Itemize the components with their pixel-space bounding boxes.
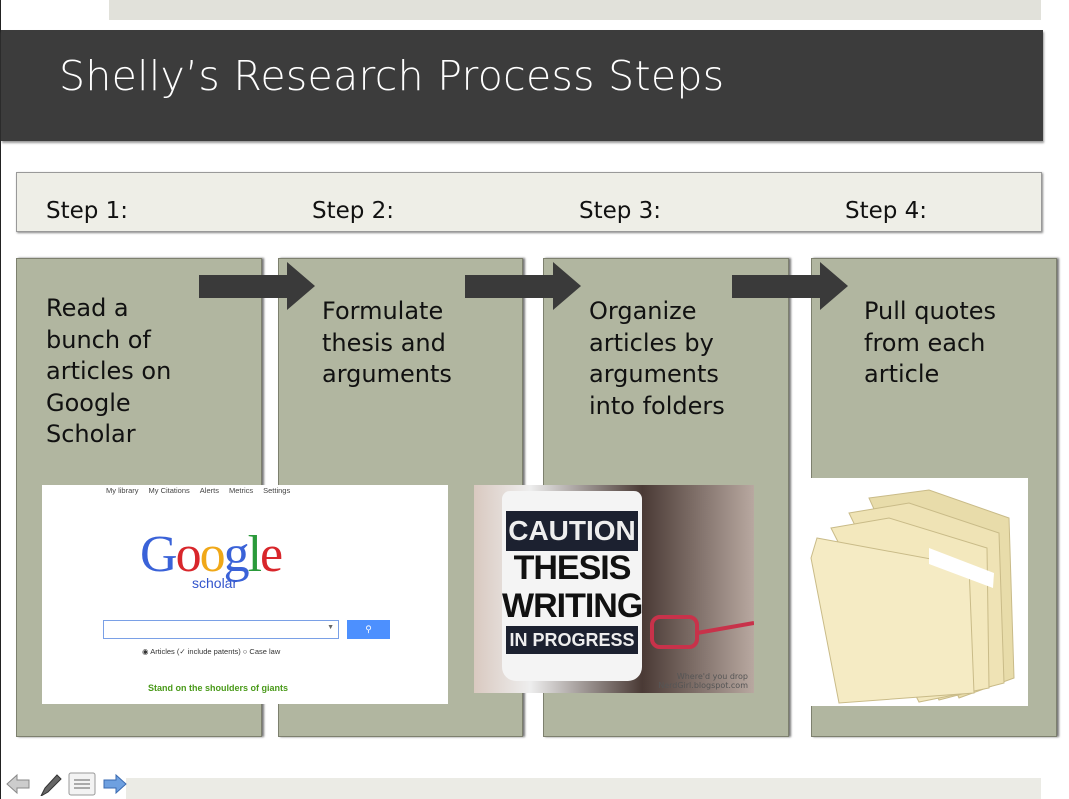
step-header-bar: Step 1: Step 2: Step 3: Step 4: (16, 172, 1042, 232)
nav-my-library: My library (106, 486, 139, 495)
step-4-text: Pull quotes from each article (864, 297, 997, 388)
nav-alerts: Alerts (199, 486, 219, 495)
nav-metrics: Metrics (228, 486, 254, 495)
slide-title: Shelly’s Research Process Steps (59, 52, 725, 100)
thesis-mug-image: CAUTION THESIS WRITING IN PROGRESS Where… (474, 485, 754, 693)
option-case-law: Case law (249, 647, 281, 656)
step-1-label: Step 1: (46, 198, 129, 224)
scholar-options: ◉ Articles (✓ include patents) ○ Case la… (142, 647, 281, 656)
mug: CAUTION THESIS WRITING IN PROGRESS (502, 491, 643, 681)
bottom-bar (126, 778, 1041, 799)
scholar-nav: My library My Citations Alerts Metrics S… (106, 486, 290, 495)
mug-text-writing: WRITING (502, 587, 643, 625)
option-patents: include patents) (187, 647, 241, 656)
step-3-text: Organize articles by arguments into fold… (589, 297, 725, 420)
next-slide-icon[interactable] (102, 772, 128, 796)
arrow-right-icon (199, 262, 315, 310)
scholar-search-input: ▼ (103, 620, 339, 639)
step-3-label: Step 3: (579, 198, 662, 224)
credit-line-1: Where'd you drop (676, 672, 748, 681)
google-logo: Google (140, 526, 283, 583)
scholar-subtitle: scholar (192, 575, 238, 591)
step-1-text: Read a bunch of articles on Google Schol… (46, 294, 172, 448)
nav-my-citations: My Citations (148, 486, 190, 495)
menu-icon[interactable] (68, 772, 96, 796)
arrow-right-icon (465, 262, 581, 310)
top-bar (109, 0, 1041, 20)
arrow-right-icon (732, 262, 848, 310)
folder-icon (810, 489, 1015, 704)
search-icon: ⚲ (347, 620, 390, 639)
step-2-label: Step 2: (312, 198, 395, 224)
credit-line-2: NerdGirl.blogspot.com (658, 681, 748, 690)
scholar-tagline: Stand on the shoulders of giants (148, 683, 289, 693)
pen-icon[interactable] (37, 772, 63, 796)
mug-text-in-progress: IN PROGRESS (506, 626, 638, 654)
google-scholar-image: My library My Citations Alerts Metrics S… (42, 485, 448, 704)
step-4-label: Step 4: (845, 198, 928, 224)
glasses-icon (650, 615, 754, 649)
mug-text-thesis: THESIS (513, 549, 632, 587)
previous-slide-icon[interactable] (5, 772, 31, 796)
step-2-text: Formulate thesis and arguments (322, 297, 452, 388)
mug-text-caution: CAUTION (506, 511, 638, 551)
title-bar: Shelly’s Research Process Steps (1, 30, 1043, 141)
chevron-down-icon: ▼ (327, 624, 334, 631)
nav-settings: Settings (263, 486, 291, 495)
option-articles: Articles ( (150, 647, 180, 656)
folders-image (809, 478, 1028, 706)
